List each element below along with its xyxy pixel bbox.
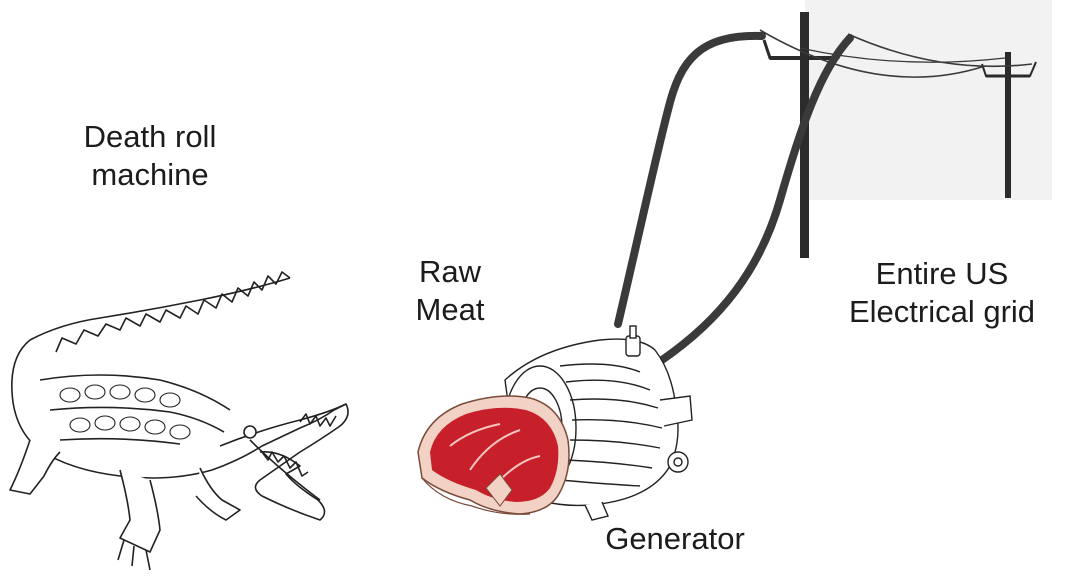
label-death-roll-machine: Death roll machine bbox=[40, 118, 260, 194]
label-croc-line2: machine bbox=[91, 157, 209, 192]
label-grid-line2: Electrical grid bbox=[848, 294, 1036, 329]
label-meat-line1: Raw bbox=[418, 254, 481, 289]
steak-drawing bbox=[417, 395, 570, 515]
generator-cables bbox=[614, 31, 854, 364]
label-croc-line1: Death roll bbox=[83, 119, 217, 154]
label-raw-meat: Raw Meat bbox=[380, 253, 520, 329]
crocodile-drawing bbox=[9, 271, 349, 571]
label-gen-line1: Generator bbox=[605, 521, 745, 556]
label-generator: Generator bbox=[560, 520, 790, 558]
label-electrical-grid: Entire US Electrical grid bbox=[822, 255, 1062, 331]
label-grid-line1: Entire US bbox=[875, 256, 1009, 291]
label-meat-line2: Meat bbox=[415, 292, 485, 327]
sky-panel bbox=[805, 0, 1052, 200]
